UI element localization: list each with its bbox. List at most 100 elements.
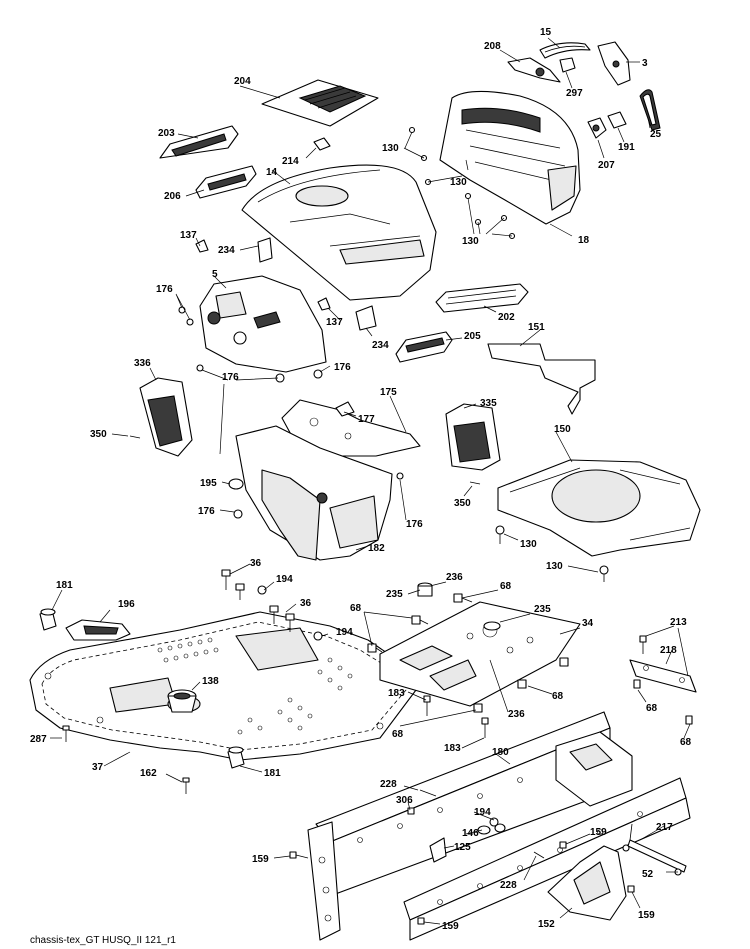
callout: 228 [380, 779, 397, 790]
callout: 194 [336, 627, 353, 638]
callout: 15 [540, 27, 552, 38]
callout: 196 [118, 599, 135, 610]
callout: 194 [474, 807, 491, 818]
callout: 205 [464, 331, 481, 342]
callout: 191 [618, 142, 635, 153]
callout: 34 [582, 618, 594, 629]
part-196-pedal-pad [65, 619, 131, 641]
part-14-hood [241, 164, 437, 301]
callout: 336 [134, 358, 151, 369]
callout: 68 [500, 581, 512, 592]
callout: 335 [480, 398, 497, 409]
callout: 214 [282, 156, 299, 167]
part-146-bushing [477, 823, 506, 835]
part-207-bulb [587, 117, 607, 139]
callout: 159 [590, 827, 607, 838]
callout-labels: 15 208 3 297 204 25 203 130 214 14 207 1… [30, 27, 692, 932]
part-138-boot [167, 689, 197, 713]
callout: 130 [382, 143, 399, 154]
callout: 36 [250, 558, 262, 569]
callout: 235 [534, 604, 551, 615]
floor-vent-holes [157, 637, 353, 735]
part-206-panel [195, 165, 257, 199]
callout: 213 [670, 617, 687, 628]
callout: 36 [300, 598, 312, 609]
callout: 176 [198, 506, 215, 517]
callout: 306 [396, 795, 413, 806]
callout: 208 [484, 41, 501, 52]
callout: 180 [492, 747, 509, 758]
frame-holes [318, 777, 643, 922]
callout: 138 [202, 676, 219, 687]
callout: 350 [90, 429, 107, 440]
callout: 159 [638, 910, 655, 921]
callout: 146 [462, 828, 479, 839]
callout: 235 [386, 589, 403, 600]
callout: 5 [212, 269, 218, 280]
callout: 236 [508, 709, 525, 720]
callout: 68 [646, 703, 658, 714]
part-151-bracket [487, 343, 596, 415]
callout: 297 [566, 88, 583, 99]
callout: 159 [252, 854, 269, 865]
callout: 130 [450, 177, 467, 188]
callout: 217 [656, 822, 673, 833]
callout: 202 [498, 312, 515, 323]
callout: 37 [92, 762, 104, 773]
part-182-dash-housing [235, 425, 393, 561]
callout: 203 [158, 128, 175, 139]
part-152-hitch-plate [547, 845, 627, 921]
callout: 194 [276, 574, 293, 585]
part-204-hood-top [261, 79, 379, 127]
callout: 159 [442, 921, 459, 932]
callout: 151 [528, 322, 545, 333]
part-181-grommet [39, 608, 245, 769]
part-203-panel [159, 125, 239, 159]
callout: 350 [454, 498, 471, 509]
callout: 234 [372, 340, 389, 351]
callout: 130 [462, 236, 479, 247]
part-234-lens [257, 237, 377, 331]
part-335-side-panel [445, 403, 501, 471]
callout: 18 [578, 235, 590, 246]
part-235-spacer [417, 582, 501, 631]
callout: 177 [358, 414, 375, 425]
part-125-bracket [429, 837, 447, 863]
callout: 14 [266, 167, 278, 178]
callout: 176 [406, 519, 423, 530]
callout: 130 [546, 561, 563, 572]
callout: 287 [30, 734, 47, 745]
part-297-clip [559, 57, 576, 73]
part-195-grommet [228, 478, 244, 490]
callout: 176 [222, 372, 239, 383]
callout: 183 [388, 688, 405, 699]
callout: 181 [56, 580, 73, 591]
callout: 183 [444, 743, 461, 754]
callout: 68 [680, 737, 692, 748]
diagram-footer-id: chassis-tex_GT HUSQ_II 121_r1 [30, 935, 176, 946]
callout: 228 [500, 880, 517, 891]
callout: 181 [264, 768, 281, 779]
callout: 218 [660, 645, 677, 656]
callout: 182 [368, 543, 385, 554]
callout: 236 [446, 572, 463, 583]
part-202-grille-insert [435, 283, 529, 313]
part-208-bracket [507, 57, 561, 83]
part-336-side-panel [139, 377, 193, 457]
callout: 175 [380, 387, 397, 398]
callout: 176 [334, 362, 351, 373]
part-3-headlight-bracket [597, 41, 631, 86]
callout: 3 [642, 58, 648, 69]
callout: 195 [200, 478, 217, 489]
callout: 207 [598, 160, 615, 171]
part-18-front-grille [439, 90, 581, 225]
callout: 150 [554, 424, 571, 435]
part-5-dashboard [199, 275, 327, 373]
part-37-floor-pan [29, 611, 417, 761]
callout: 176 [156, 284, 173, 295]
callout: 68 [552, 691, 564, 702]
callout: 137 [326, 317, 343, 328]
part-214-connector [313, 137, 331, 151]
part-205-trim [395, 331, 453, 363]
